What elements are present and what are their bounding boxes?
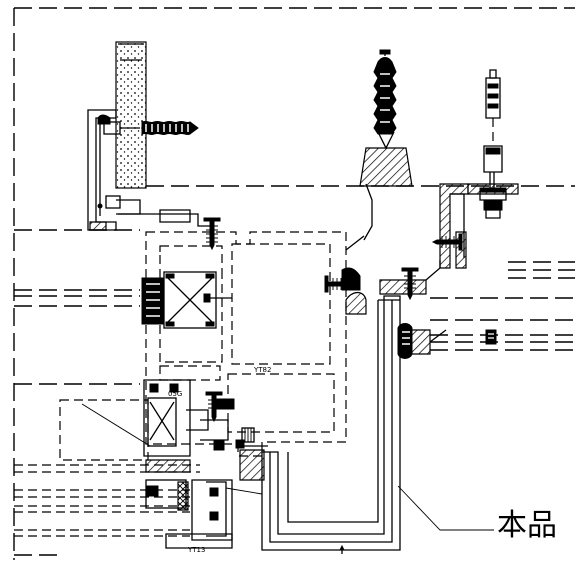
profile-label-b: 05G bbox=[168, 390, 182, 398]
main-profile bbox=[59, 209, 347, 461]
bolt-right bbox=[479, 69, 507, 219]
callout-leader bbox=[397, 485, 494, 531]
profile-label-c: YT13 bbox=[187, 546, 205, 554]
lower-sash: 05G bbox=[143, 379, 245, 473]
bottom-seal bbox=[236, 445, 268, 481]
u-channel bbox=[261, 295, 401, 554]
dashed-lines bbox=[14, 185, 575, 537]
anchor-pad bbox=[341, 147, 413, 315]
profile-label-a: YT82 bbox=[253, 366, 271, 374]
outer-frame bbox=[13, 7, 575, 560]
side-connector bbox=[397, 323, 497, 359]
anchor-bolt-left bbox=[103, 120, 199, 136]
product-callout-label: 本品 bbox=[497, 508, 557, 543]
glass-panel-bottom: YT13 bbox=[145, 479, 263, 554]
expansion-anchor-middle bbox=[373, 49, 397, 150]
glazing-clamp bbox=[141, 271, 232, 329]
wall-section bbox=[115, 41, 147, 189]
